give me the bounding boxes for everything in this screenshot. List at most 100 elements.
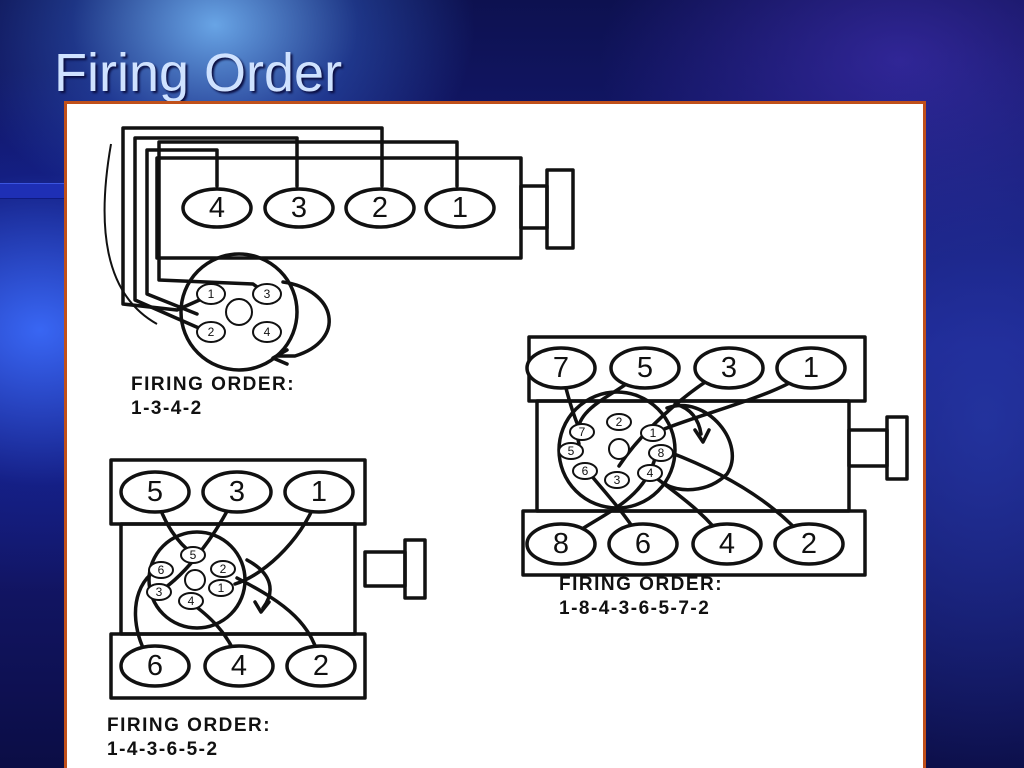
svg-text:7: 7 [553,352,569,384]
flywheel-4cyl [545,168,575,250]
svg-text:4: 4 [209,192,225,224]
cylinder-v6-2: 2 [285,644,357,688]
cylinder-v8-5: 5 [609,346,681,390]
wire-4cyl-3 [133,136,299,338]
wire-4cyl-1 [157,140,459,296]
terminal-v8-5: 5 [558,442,584,460]
cylinder-bank-bottom-v6 [109,632,367,700]
terminal-v6-5: 5 [180,546,206,564]
terminal-v6-1: 1 [208,579,234,597]
svg-text:4: 4 [719,528,735,560]
cylinder-4cyl-3: 3 [263,187,335,229]
svg-text:6: 6 [147,650,163,682]
svg-text:2: 2 [616,415,623,429]
terminal-v8-7: 7 [569,423,595,441]
svg-text:6: 6 [158,563,165,577]
terminal-4cyl-1: 1 [196,283,226,305]
svg-text:2: 2 [801,528,817,560]
svg-text:1: 1 [208,287,215,301]
cylinder-bank-bottom-v8 [521,509,867,577]
svg-text:8: 8 [553,528,569,560]
flywheel-v8 [885,415,909,481]
crank-hub-v6 [363,550,407,588]
svg-text:2: 2 [220,562,227,576]
svg-text:3: 3 [156,585,163,599]
diagram-4cyl: 4 3 2 1 1 3 2 4 [103,126,575,419]
rotation-arrow-v6 [253,600,271,614]
terminal-v6-3: 3 [146,583,172,601]
distributor-cap-4cyl [179,252,299,372]
terminal-v8-6: 6 [572,462,598,480]
svg-text:6: 6 [635,528,651,560]
terminal-v6-2: 2 [210,560,236,578]
svg-text:4: 4 [647,466,654,480]
svg-text:5: 5 [190,548,197,562]
wire-4cyl-4 [145,148,219,316]
diagram-v6: 5 3 1 5 6 2 3 1 [107,458,427,760]
terminal-4cyl-4: 4 [252,321,282,343]
terminal-v8-8: 8 [648,444,674,462]
firing-order-label-v8: FIRING ORDER: [559,574,723,595]
svg-text:6: 6 [582,464,589,478]
side-accent-band [0,183,70,199]
svg-text:3: 3 [614,473,621,487]
rotation-arc-v8 [673,402,703,436]
svg-text:4: 4 [231,650,247,682]
cylinder-4cyl-4: 4 [181,187,253,229]
terminal-v6-4: 4 [178,592,204,610]
distributor-housing-v8 [663,404,735,492]
distributor-rotor-v6 [184,569,206,591]
firing-order-label-v6: FIRING ORDER: [107,715,271,736]
rotation-arc-4cyl [275,280,331,358]
svg-text:2: 2 [313,650,329,682]
cylinder-v8-8: 8 [525,522,597,566]
flywheel-v6 [403,538,427,600]
terminal-4cyl-2: 2 [196,321,226,343]
svg-text:1: 1 [650,426,657,440]
firing-order-value-v6: 1-4-3-6-5-2 [107,739,219,760]
cylinder-v6-3: 3 [201,470,273,514]
wire-harness-4cyl [103,143,158,325]
crank-hub-v8 [847,428,889,468]
svg-text:2: 2 [372,192,388,224]
wire-4cyl-2 [121,126,384,312]
svg-text:5: 5 [147,476,163,508]
distributor-cap-v6 [147,530,247,630]
svg-text:2: 2 [208,325,215,339]
terminal-v8-2: 2 [606,413,632,431]
svg-text:1: 1 [803,352,819,384]
terminal-4cyl-3: 3 [252,283,282,305]
terminal-v8-4: 4 [637,464,663,482]
firing-order-value-4cyl: 1-3-4-2 [131,398,203,419]
terminal-v6-6: 6 [148,561,174,579]
cylinder-v6-4: 4 [203,644,275,688]
rotation-arrow-v8 [693,428,711,444]
cylinder-v8-1: 1 [775,346,847,390]
svg-text:1: 1 [218,581,225,595]
cylinder-v6-1: 1 [283,470,355,514]
diagram-v8: 7 5 3 1 7 2 1 5 [521,335,909,619]
svg-text:8: 8 [658,446,665,460]
cylinder-v8-4: 4 [691,522,763,566]
cylinder-v8-7: 7 [525,346,597,390]
svg-text:5: 5 [637,352,653,384]
svg-text:3: 3 [264,287,271,301]
firing-order-diagrams: 4 3 2 1 1 3 2 4 [103,126,909,760]
cylinder-4cyl-2: 2 [344,187,416,229]
svg-text:1: 1 [452,192,468,224]
svg-text:5: 5 [568,444,575,458]
svg-text:4: 4 [188,594,195,608]
svg-text:1: 1 [311,476,327,508]
cylinder-v8-2: 2 [773,522,845,566]
distributor-rotor-4cyl [225,298,253,326]
diagram-panel: 4 3 2 1 1 3 2 4 [64,101,926,768]
cylinder-4cyl-1: 1 [424,187,496,229]
cylinder-v6-5: 5 [119,470,191,514]
svg-text:3: 3 [291,192,307,224]
terminal-v8-3: 3 [604,471,630,489]
slide-title: Firing Order [54,43,343,103]
svg-text:7: 7 [579,425,586,439]
svg-text:4: 4 [264,325,271,339]
cylinder-v8-6: 6 [607,522,679,566]
cylinder-v8-3: 3 [693,346,765,390]
